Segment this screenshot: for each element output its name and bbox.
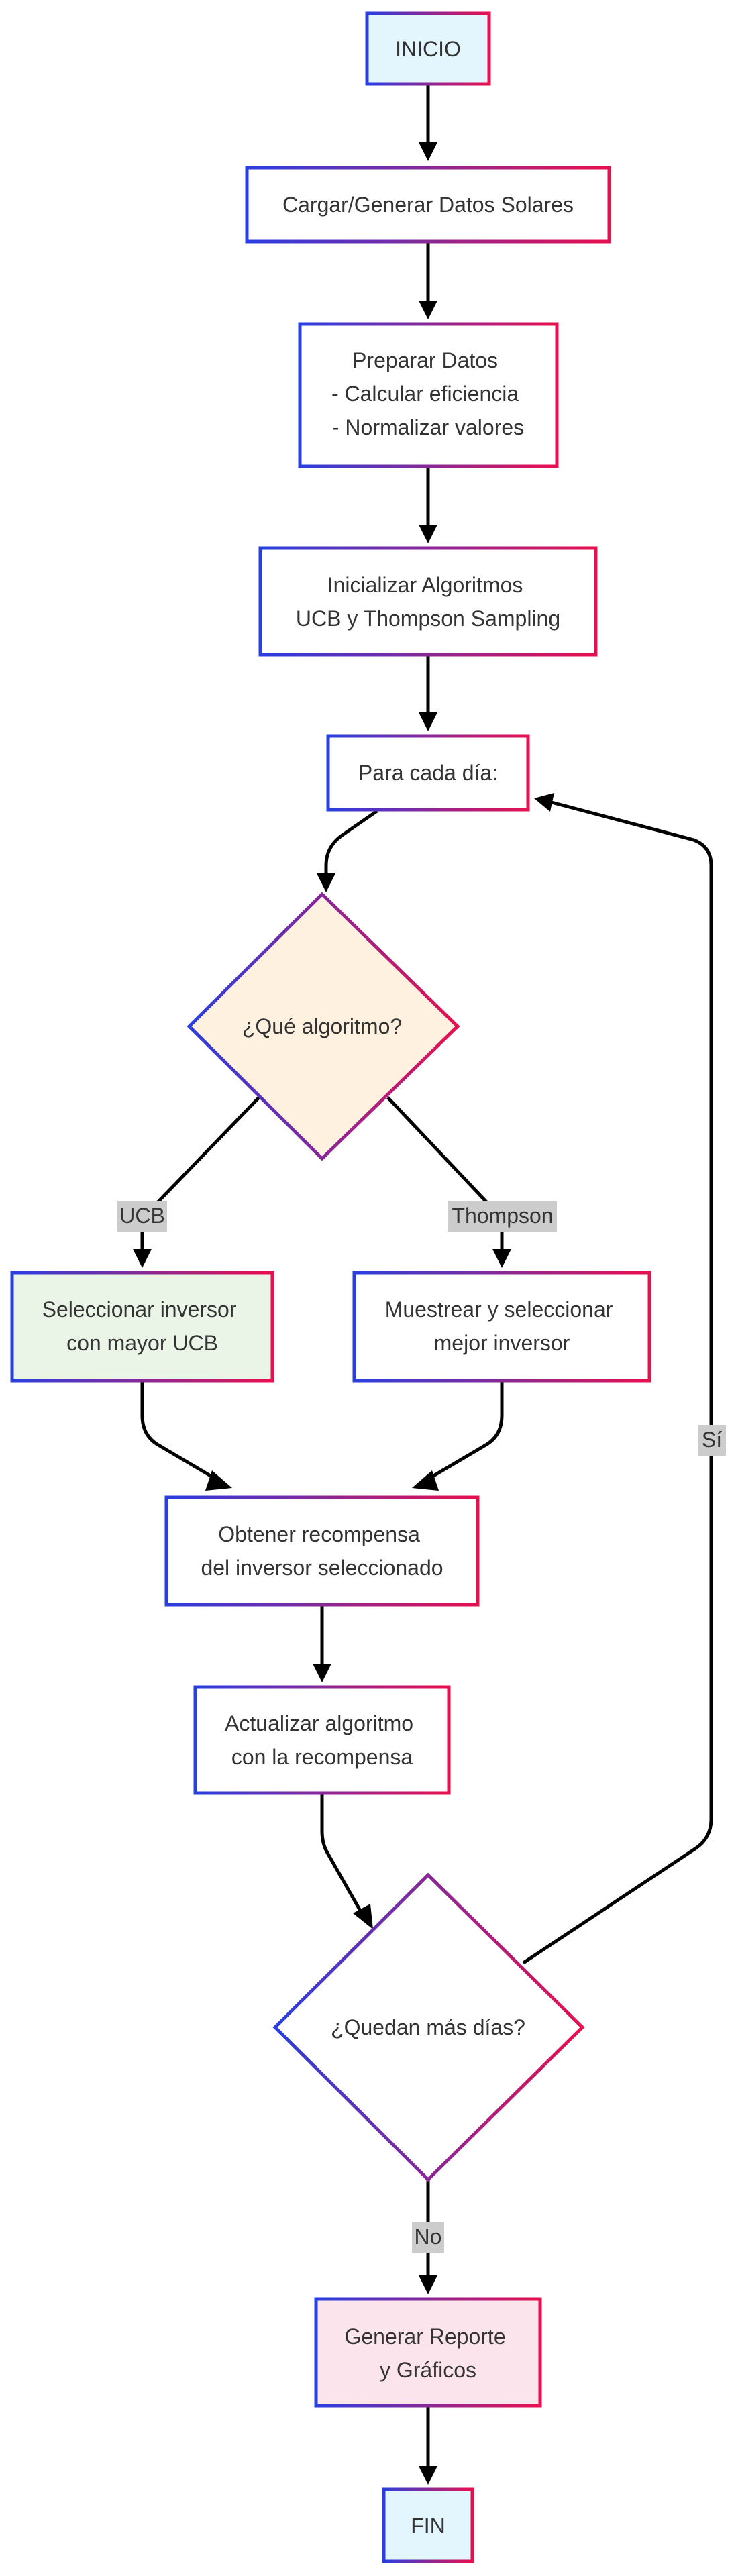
node-que-algoritmo: ¿Qué algoritmo? [187, 892, 460, 1161]
node-cargar-label: Cargar/Generar Datos Solares [282, 193, 574, 217]
node-inicializar-line: Inicializar Algoritmos [327, 573, 523, 597]
node-seleccionar-ucb: Seleccionar inversor con mayor UCB [10, 1271, 274, 1383]
edge-label-ucb-text: UCB [119, 1203, 165, 1228]
arrowhead [419, 525, 437, 543]
node-muestrear-line: mejor inversor [434, 1331, 570, 1355]
edge-label-si: Sí [698, 1425, 726, 1456]
edge-label-bg [698, 1425, 726, 1456]
edge-ucb-obtener [140, 1382, 219, 1482]
edge-muestrear-obtener [425, 1382, 504, 1482]
node-inicializar-box [258, 546, 598, 657]
arrowhead [412, 1470, 439, 1491]
arrowhead [419, 142, 437, 161]
node-para-cada-dia-label: Para cada día: [358, 761, 498, 785]
edge-actualizar-quedandias [320, 1794, 363, 1913]
node-generar-reporte-box [314, 2297, 542, 2408]
node-preparar: Preparar Datos - Calcular eficiencia - N… [298, 322, 559, 468]
node-que-algoritmo-line: ¿Qué algoritmo? [242, 1014, 402, 1038]
node-obtener-line: del inversor seleccionado [201, 1556, 443, 1580]
node-fin-label: FIN [411, 2514, 445, 2538]
node-muestrear: Muestrear y seleccionar mejor inversor [352, 1271, 651, 1383]
arrowhead [534, 793, 554, 812]
node-muestrear-box [352, 1271, 651, 1383]
node-generar-reporte-label: Generar Reporte y Gráficos [344, 2324, 511, 2382]
arrowhead [419, 2466, 437, 2485]
node-obtener-line: Obtener recompensa [218, 1522, 420, 1546]
edge-paracadadia-quealgoritmo [324, 809, 378, 873]
node-quedan-dias: ¿Quedan más días? [272, 1872, 585, 2182]
node-fin: FIN [382, 2487, 474, 2563]
node-inicio: INICIO [365, 11, 491, 86]
node-muestrear-label: Muestrear y seleccionar mejor inversor [385, 1297, 619, 1355]
node-obtener-label: Obtener recompensa del inversor seleccio… [201, 1522, 443, 1580]
node-generar-reporte-line: y Gráficos [380, 2358, 476, 2382]
arrowhead [419, 712, 437, 731]
node-seleccionar-ucb-box [10, 1271, 274, 1383]
node-seleccionar-ucb-label: Seleccionar inversor con mayor UCB [42, 1297, 243, 1355]
node-que-algoritmo-label: ¿Qué algoritmo? [242, 1014, 402, 1038]
node-seleccionar-ucb-line: Seleccionar inversor [42, 1297, 237, 1322]
node-cargar-line: Cargar/Generar Datos Solares [282, 193, 574, 217]
node-actualizar-box [193, 1685, 451, 1795]
edge-quedandias-paracadadia-si [522, 800, 713, 1965]
node-inicio-box [365, 11, 491, 86]
node-cargar: Cargar/Generar Datos Solares [245, 166, 611, 244]
arrowhead [205, 1470, 232, 1491]
node-inicio-line: INICIO [395, 37, 461, 61]
node-preparar-line: - Calcular eficiencia [331, 382, 519, 406]
node-inicializar-line: UCB y Thompson Sampling [296, 606, 560, 631]
edge-label-si-text: Sí [702, 1428, 722, 1452]
node-inicializar-label: Inicializar Algoritmos UCB y Thompson Sa… [296, 573, 560, 631]
node-preparar-label: Preparar Datos - Calcular eficiencia - N… [331, 348, 525, 439]
node-fin-line: FIN [411, 2514, 445, 2538]
arrowhead [492, 1249, 511, 1268]
arrowheads [133, 142, 554, 2485]
node-quedan-dias-label: ¿Quedan más días? [331, 2015, 525, 2039]
arrowhead [419, 301, 437, 319]
node-que-algoritmo-diamond [187, 892, 460, 1161]
arrowhead [419, 2275, 437, 2294]
node-para-cada-dia: Para cada día: [326, 734, 530, 812]
node-generar-reporte: Generar Reporte y Gráficos [314, 2297, 542, 2408]
node-inicio-label: INICIO [395, 37, 461, 61]
node-actualizar-label: Actualizar algoritmo con la recompensa [225, 1711, 419, 1769]
edge-label-bg [117, 1201, 167, 1232]
node-actualizar-line: con la recompensa [231, 1745, 413, 1769]
node-inicializar: Inicializar Algoritmos UCB y Thompson Sa… [258, 546, 598, 657]
arrowhead [353, 1904, 373, 1929]
arrowhead [317, 873, 335, 892]
node-preparar-line: Preparar Datos [352, 348, 498, 372]
arrowhead [133, 1249, 152, 1268]
edge-label-thompson: Thompson [448, 1201, 557, 1232]
edge-label-thompson-text: Thompson [452, 1203, 553, 1228]
node-obtener-box [164, 1495, 480, 1607]
node-muestrear-line: Muestrear y seleccionar [385, 1297, 613, 1322]
node-actualizar-line: Actualizar algoritmo [225, 1711, 413, 1735]
node-generar-reporte-line: Generar Reporte [344, 2324, 505, 2349]
node-preparar-line: - Normalizar valores [332, 415, 524, 439]
node-quedan-dias-diamond [272, 1872, 585, 2182]
node-para-cada-dia-box [326, 734, 530, 812]
node-obtener: Obtener recompensa del inversor seleccio… [164, 1495, 480, 1607]
node-fin-box [382, 2487, 474, 2563]
edge-label-bg [412, 2222, 444, 2253]
node-quedan-dias-line: ¿Quedan más días? [331, 2015, 525, 2039]
edge-label-bg [448, 1201, 557, 1232]
edge-label-ucb: UCB [117, 1201, 167, 1232]
node-cargar-box [245, 166, 611, 244]
arrowhead [313, 1664, 331, 1682]
node-para-cada-dia-line: Para cada día: [358, 761, 498, 785]
edge-label-no: No [412, 2222, 444, 2253]
node-actualizar: Actualizar algoritmo con la recompensa [193, 1685, 451, 1795]
edge-label-no-text: No [415, 2224, 442, 2249]
node-preparar-box [298, 322, 559, 468]
node-seleccionar-ucb-line: con mayor UCB [66, 1331, 218, 1355]
